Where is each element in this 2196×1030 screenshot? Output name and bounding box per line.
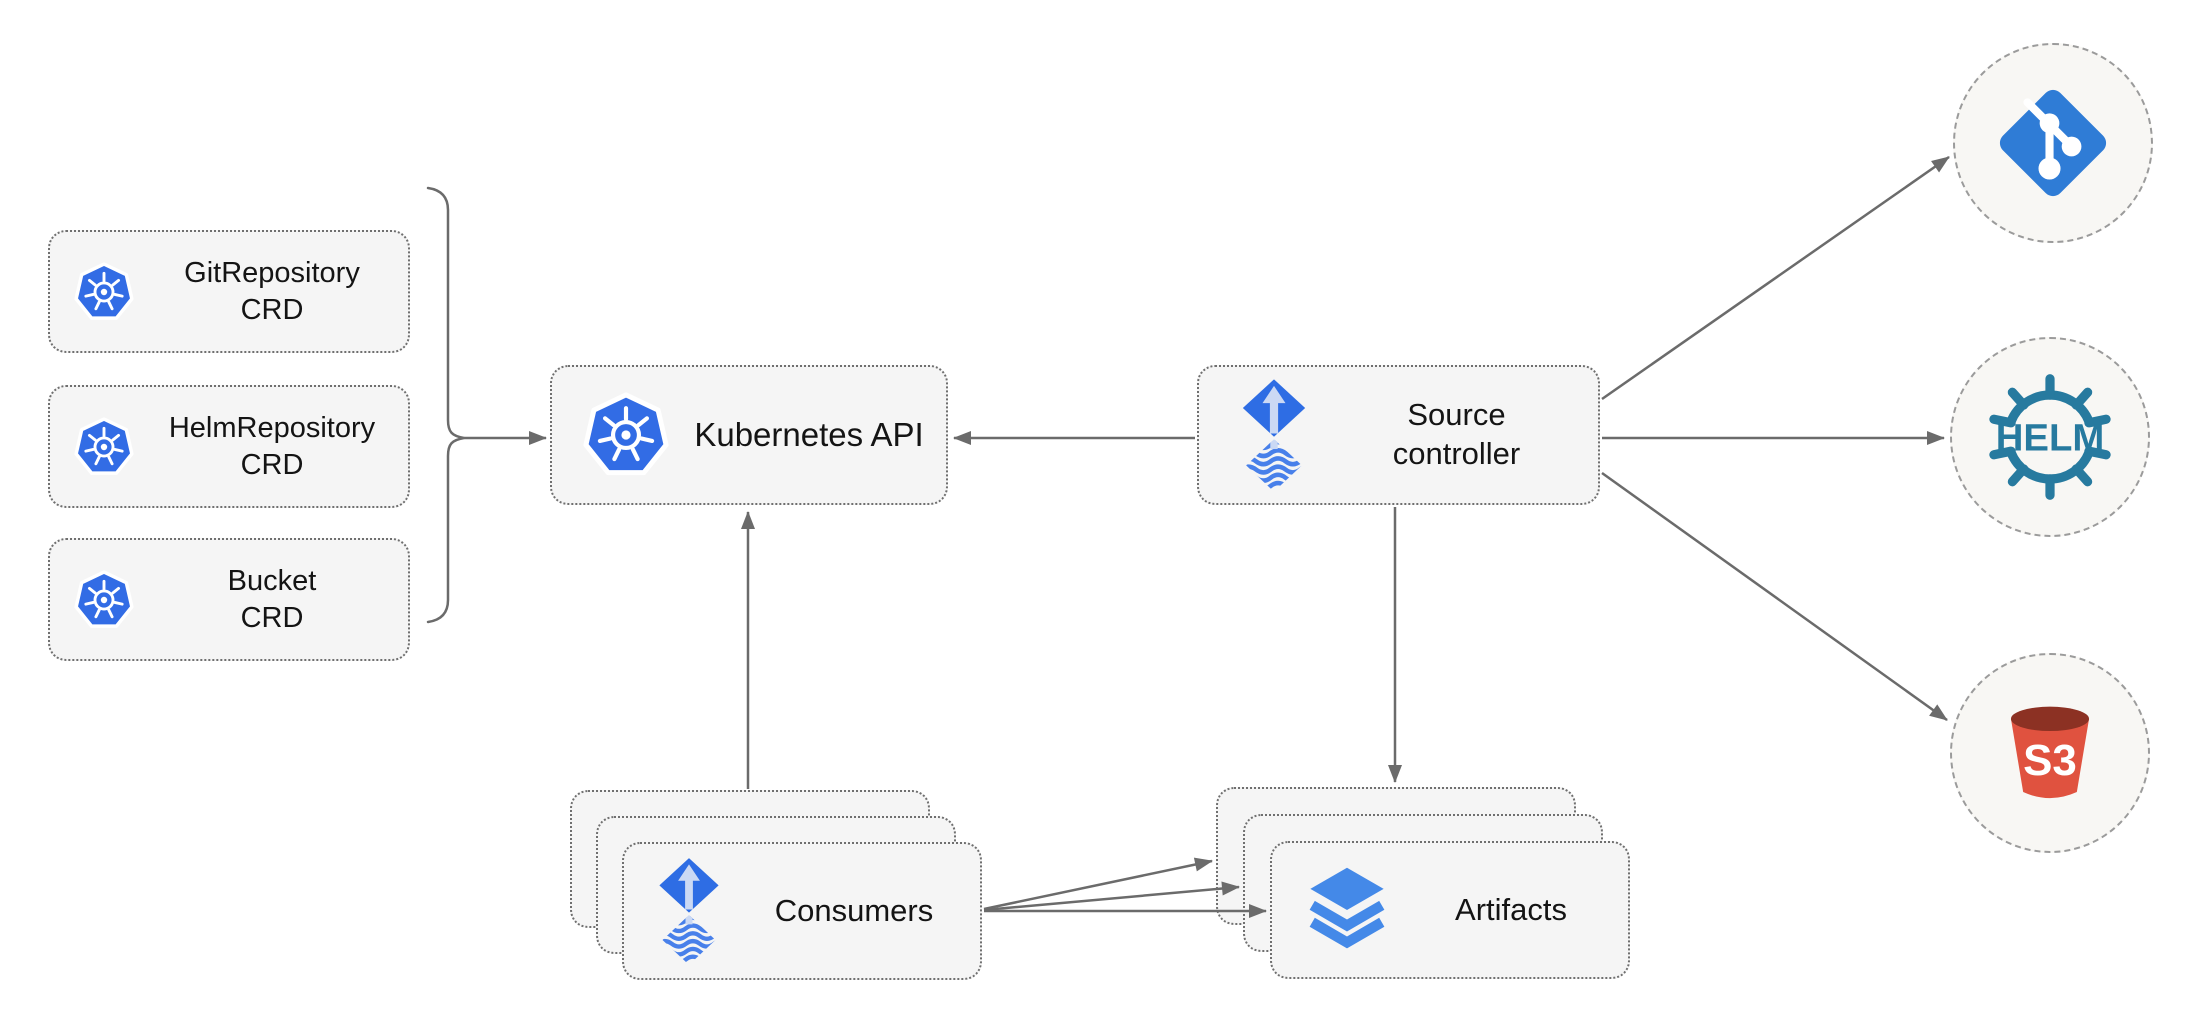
helm-wordmark: HELM (1996, 416, 2105, 459)
helmrepository-crd-node: HelmRepository CRD (48, 385, 410, 508)
label-line: CRD (240, 293, 304, 326)
bucket-crd-node: Bucket CRD (48, 538, 410, 661)
label-line: controller (1392, 436, 1521, 471)
edge-consumers-to-artifacts-back (983, 857, 1213, 911)
s3-wordmark: S3 (2023, 736, 2077, 785)
node-label: HelmRepository CRD (136, 410, 408, 483)
kubernetes-icon (72, 415, 136, 479)
label-line: Source (1407, 397, 1506, 433)
label-line: Bucket (227, 565, 317, 598)
git-icon (1995, 85, 2111, 201)
label-line: HelmRepository (168, 412, 376, 445)
consumers-node: Consumers (622, 842, 982, 980)
s3-source-node: S3 (1950, 653, 2150, 853)
node-label: Consumers (774, 892, 934, 928)
edge-consumers-to-artifacts-middle (983, 881, 1240, 912)
layers-icon (1300, 863, 1394, 957)
node-label: Artifacts (1455, 891, 1567, 927)
node-label: Source controller (1315, 396, 1598, 474)
helm-icon: HELM (1979, 366, 2121, 508)
label-line: CRD (240, 601, 304, 634)
gitrepository-crd-node: GitRepository CRD (48, 230, 410, 353)
edge-source-controller-to-git (1601, 155, 1950, 401)
kubernetes-icon (72, 260, 136, 324)
flux-icon (650, 855, 728, 968)
helm-source-node: HELM (1950, 337, 2150, 537)
kubernetes-icon (580, 389, 672, 481)
label-line: CRD (240, 448, 304, 481)
kubernetes-api-node: Kubernetes API (550, 365, 948, 505)
node-label: Bucket CRD (136, 563, 408, 636)
edge-source-controller-to-s3 (1601, 471, 1948, 722)
kubernetes-icon (72, 568, 136, 632)
crd-group-bracket (426, 186, 465, 624)
artifacts-node: Artifacts (1270, 841, 1630, 979)
node-label: Kubernetes API (694, 416, 924, 454)
flux-icon (1233, 376, 1315, 495)
source-controller-node: Source controller (1197, 365, 1600, 505)
s3-bucket-icon: S3 (1989, 692, 2111, 814)
node-label: GitRepository CRD (136, 255, 408, 328)
label-line: GitRepository (184, 257, 360, 290)
git-source-node (1953, 43, 2153, 243)
